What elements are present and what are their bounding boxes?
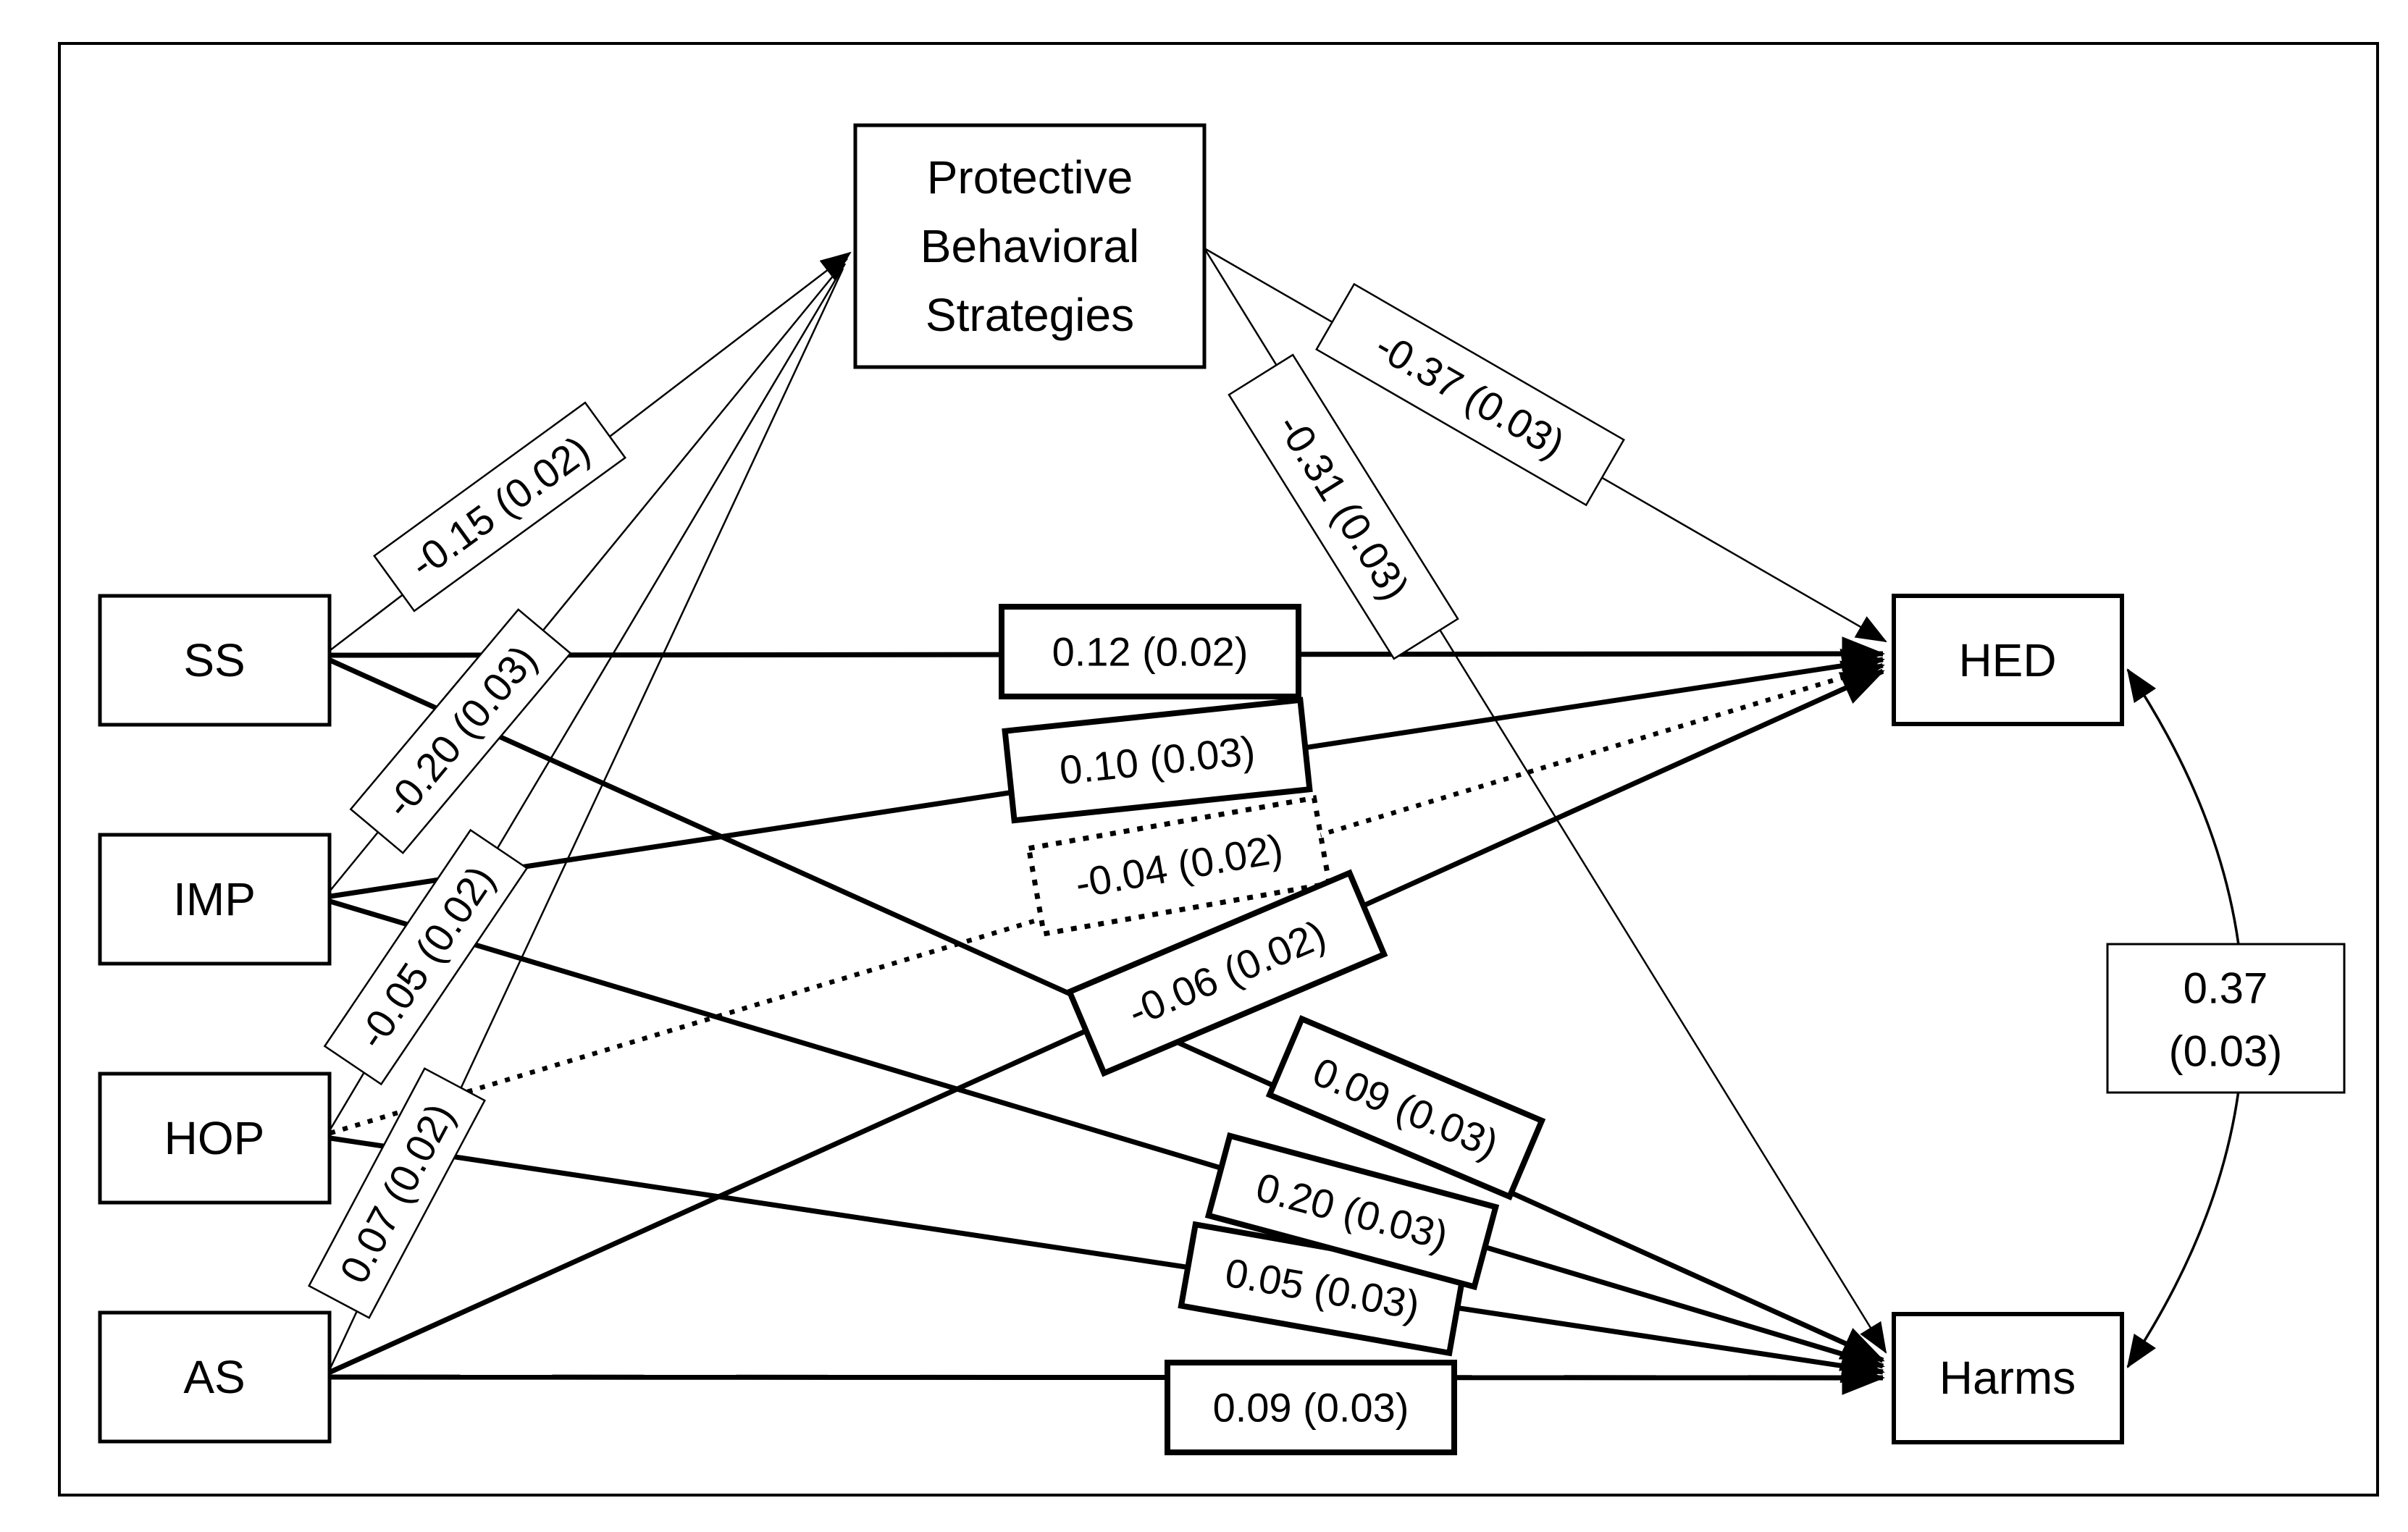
label-as-pbs-box	[308, 1067, 486, 1319]
path-line-as-harms	[330, 1360, 1885, 1395]
node-harms-box	[1892, 1312, 2124, 1444]
label-ss-harms-box	[1265, 1014, 1546, 1201]
label-correlation: 0.37 (0.03)	[2106, 943, 2346, 1094]
label-hop-pbs-box	[323, 828, 529, 1086]
label-as-harms-text: 0.09 (0.03)	[1213, 1385, 1409, 1431]
label-ss-hed-text: 0.12 (0.02)	[1052, 629, 1249, 675]
label-as-pbs: 0.07 (0.02)	[308, 1067, 486, 1319]
label-imp-pbs: -0.20 (0.03)	[349, 608, 572, 854]
label-imp-hed: 0.10 (0.03)	[1002, 696, 1313, 824]
label-as-harms-box	[1165, 1360, 1457, 1455]
node-hed-label: HED	[1958, 634, 2056, 686]
label-hop-pbs-text: -0.05 (0.02)	[348, 857, 503, 1056]
node-hop-box	[98, 1072, 332, 1205]
path-line-imp-harms	[329, 898, 1885, 1371]
node-ss: SS	[98, 594, 332, 727]
figure-border	[58, 42, 2379, 1497]
node-harms-label: Harms	[1939, 1352, 2076, 1404]
label-as-hed-box	[1065, 869, 1388, 1077]
label-ss-hed: 0.12 (0.02)	[999, 604, 1301, 699]
node-hed: HED	[1892, 594, 2124, 726]
node-ss-label: SS	[183, 634, 245, 686]
label-imp-hed-box	[1002, 696, 1313, 824]
label-correlation-value: 0.37	[2183, 964, 2268, 1013]
node-hop: HOP	[98, 1072, 332, 1205]
node-pbs: Protective Behavioral Strategies	[853, 123, 1207, 369]
node-as: AS	[98, 1310, 332, 1444]
label-ss-pbs: -0.15 (0.02)	[373, 401, 626, 613]
node-pbs-line3: Strategies	[926, 289, 1134, 341]
node-ss-box	[98, 594, 332, 727]
node-pbs-line1: Protective	[927, 151, 1133, 203]
label-imp-pbs-box	[349, 608, 572, 854]
label-hop-pbs: -0.05 (0.02)	[323, 828, 529, 1086]
label-ss-pbs-box	[373, 401, 626, 613]
label-imp-pbs-text: -0.20 (0.03)	[376, 636, 545, 826]
label-as-harms: 0.09 (0.03)	[1165, 1360, 1457, 1455]
node-hop-label: HOP	[164, 1112, 265, 1164]
label-hop-harms: 0.05 (0.03)	[1178, 1221, 1467, 1357]
label-imp-harms-box	[1204, 1132, 1500, 1291]
node-as-label: AS	[183, 1351, 245, 1403]
node-pbs-box	[853, 123, 1207, 369]
label-correlation-se: (0.03)	[2169, 1027, 2283, 1076]
node-as-box	[98, 1310, 332, 1444]
node-imp-box	[98, 833, 332, 966]
path-line-hop-harms	[330, 1135, 1885, 1384]
label-hop-hed: -0.04 (0.02)	[1025, 795, 1333, 937]
label-hop-hed-box	[1025, 795, 1333, 937]
node-imp: IMP	[98, 833, 332, 966]
label-ss-hed-box	[999, 604, 1301, 699]
label-correlation-box	[2106, 943, 2346, 1094]
node-imp-label: IMP	[173, 873, 256, 925]
node-pbs-line2: Behavioral	[920, 220, 1139, 272]
label-pbs-harms-box	[1228, 353, 1459, 660]
node-hed-box	[1892, 594, 2124, 726]
label-ss-pbs-text: -0.15 (0.02)	[401, 426, 597, 586]
node-harms: Harms	[1892, 1312, 2124, 1444]
label-pbs-hed-box	[1315, 282, 1625, 507]
